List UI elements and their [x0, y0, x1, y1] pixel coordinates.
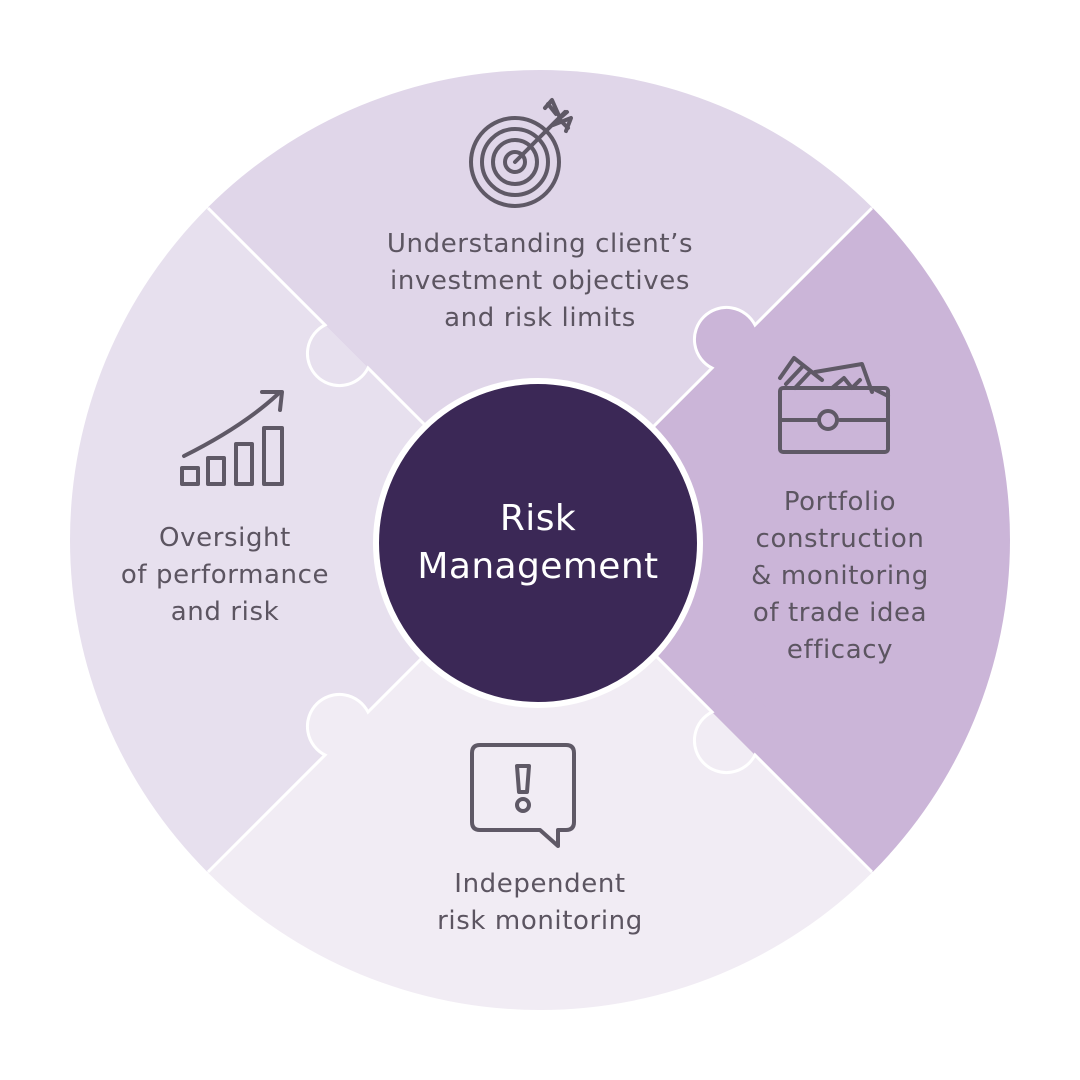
- segment-label-top-line: investment objectives: [390, 266, 690, 296]
- segment-label-right-line: Portfolio: [783, 487, 897, 517]
- segment-label-left-line: of performance: [120, 560, 330, 590]
- puzzle-piece-top: [208, 70, 872, 540]
- segment-label-right-line: construction: [755, 524, 925, 554]
- center-circle: [373, 378, 703, 708]
- alert-speech-bubble-icon: [470, 743, 576, 848]
- puzzle-piece-left: [70, 208, 540, 872]
- segment-label-right-line: of trade idea: [752, 598, 928, 628]
- segment-label-top-line: and risk limits: [444, 303, 636, 333]
- segment-label-bottom-line: risk monitoring: [437, 906, 643, 936]
- segment-label-left-line: Oversight: [159, 523, 291, 553]
- segment-label-right-line: efficacy: [786, 635, 894, 665]
- segment-label-top: Understanding client’s investment object…: [300, 226, 780, 337]
- segment-label-left: Oversight of performance and risk: [80, 520, 370, 631]
- segment-label-right-line: & monitoring: [751, 561, 929, 591]
- target-arrow-icon: [469, 98, 573, 208]
- segment-label-left-line: and risk: [170, 597, 280, 627]
- segment-label-top-line: Understanding client’s: [386, 229, 694, 259]
- puzzle-piece-bottom: [208, 540, 872, 1010]
- growth-chart-icon: [180, 390, 284, 486]
- center-title-line-1: Risk: [499, 498, 577, 539]
- center-title: Risk Management: [378, 385, 698, 701]
- segment-label-right: Portfolio construction & monitoring of t…: [700, 484, 980, 669]
- center-title-line-2: Management: [417, 546, 659, 587]
- wallet-icon: [778, 356, 890, 454]
- segment-label-bottom-line: Independent: [454, 869, 626, 899]
- puzzle-piece-right: [540, 208, 1010, 872]
- segment-label-bottom: Independent risk monitoring: [330, 866, 750, 940]
- puzzle-piece-right-tab: [540, 540, 797, 797]
